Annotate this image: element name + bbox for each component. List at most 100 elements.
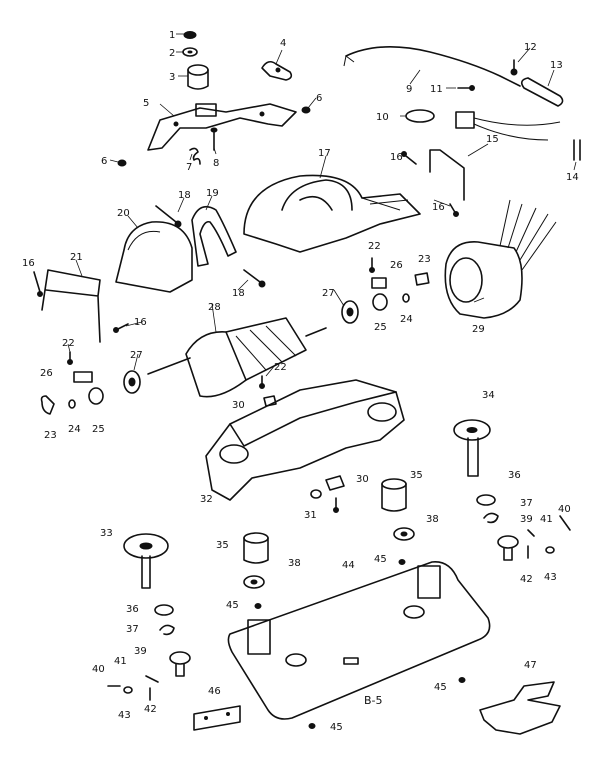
part-3-bushing [187, 64, 209, 90]
part-32-gear-housing [205, 379, 405, 501]
part-19-clip [191, 205, 237, 267]
callout-37-left: 37 [126, 624, 139, 635]
page-code: B-5 [364, 694, 383, 707]
callout-18-bottom: 18 [232, 288, 245, 299]
part-25-bushing-left [88, 387, 104, 405]
part-24-washer-left [68, 399, 76, 409]
part-13-sleeve [520, 77, 564, 107]
callout-45-d: 45 [330, 722, 343, 733]
part-17-housing [243, 174, 421, 253]
callout-23-right: 23 [418, 254, 431, 265]
part-37-clip-right [483, 512, 499, 524]
part-35-bushing-right [381, 478, 407, 512]
callout-42-left: 42 [144, 704, 157, 715]
part-34-gear [453, 419, 491, 477]
part-35-bushing-left [243, 532, 269, 564]
callout-10: 10 [376, 112, 389, 123]
part-22-screw-c [259, 375, 265, 389]
part-11-screw [457, 85, 475, 91]
callout-27-right: 27 [322, 288, 335, 299]
callout-20: 20 [117, 208, 130, 219]
part-45-screw-b [254, 603, 262, 609]
part-46-plate [193, 705, 241, 731]
callout-27-left: 27 [130, 350, 143, 361]
part-21-bracket [41, 269, 101, 343]
callout-22-c: 22 [274, 362, 287, 373]
callout-24-right: 24 [400, 314, 413, 325]
part-45-screw-d [308, 723, 316, 729]
part-26-brush-right [371, 277, 387, 289]
leader-lines [67, 33, 577, 377]
callout-38-left: 38 [288, 558, 301, 569]
callout-25-right: 25 [374, 322, 387, 333]
callout-32: 32 [200, 494, 213, 505]
callout-35-right: 35 [410, 470, 423, 481]
part-10-connector [405, 109, 561, 141]
part-27-bearing-left [123, 370, 141, 394]
callout-30-top: 30 [232, 400, 245, 411]
part-23-holder-left [40, 395, 55, 415]
part-39-crank-right [497, 535, 519, 561]
callout-36-left: 36 [126, 604, 139, 615]
callout-12: 12 [524, 42, 537, 53]
callout-1: 1 [169, 30, 175, 41]
part-1-screw [183, 31, 197, 39]
callout-31: 31 [304, 510, 317, 521]
part-31-screw [310, 489, 322, 499]
part-18-screw-bottom [243, 269, 266, 288]
part-16-screw-d [113, 323, 129, 333]
part-23-holder-right [414, 272, 430, 286]
callout-42-right: 42 [520, 574, 533, 585]
callout-46: 46 [208, 686, 221, 697]
part-29-field [444, 199, 557, 319]
part-36-washer-left [154, 604, 174, 616]
part-24-washer-right [402, 293, 410, 303]
part-30-nut-bottom [325, 475, 345, 491]
part-22-screw-a [369, 257, 375, 273]
part-9-cord [343, 46, 521, 87]
part-33-gear [123, 533, 169, 589]
callout-30-bottom: 30 [356, 474, 369, 485]
part-40-pin-right [559, 515, 571, 531]
callout-36-right: 36 [508, 470, 521, 481]
callout-17: 17 [318, 148, 331, 159]
part-12-screw [510, 59, 518, 76]
part-14-terminals [573, 139, 581, 161]
part-45-screw-a [398, 559, 406, 565]
part-22-screw-d [333, 497, 339, 513]
part-39-crank-left [169, 651, 191, 677]
part-15-bracket [429, 149, 465, 201]
callout-37-right: 37 [520, 498, 533, 509]
callout-6-right: 6 [316, 93, 322, 104]
callout-41-left: 41 [114, 656, 127, 667]
part-41-pin-right [527, 529, 535, 537]
callout-15: 15 [486, 134, 499, 145]
callout-22-a: 22 [368, 241, 381, 252]
callout-24-left: 24 [68, 424, 81, 435]
callout-43-left: 43 [118, 710, 131, 721]
callout-3: 3 [169, 72, 175, 83]
callout-7: 7 [186, 162, 192, 173]
part-36-washer-right [476, 494, 496, 506]
callout-39-right: 39 [520, 514, 533, 525]
part-16-screw-b [449, 203, 459, 217]
part-20-cover [115, 221, 193, 293]
part-16-screw-c [33, 271, 43, 297]
callout-9: 9 [406, 84, 412, 95]
part-8-screw [210, 127, 218, 151]
part-38-bearing-right [393, 527, 415, 541]
callout-34: 34 [482, 390, 495, 401]
callout-6-left: 6 [101, 156, 107, 167]
part-18-screw-top [155, 205, 182, 228]
callout-40-right: 40 [558, 504, 571, 515]
callout-45-c: 45 [434, 682, 447, 693]
callout-35-left: 35 [216, 540, 229, 551]
callout-8: 8 [213, 158, 219, 169]
callout-16-d: 16 [134, 317, 147, 328]
part-16-screw-a [401, 151, 417, 165]
callout-33: 33 [100, 528, 113, 539]
part-30-nut-top [263, 395, 277, 407]
callout-21: 21 [70, 252, 83, 263]
part-43-washer-right [545, 546, 555, 554]
part-47-guide [479, 681, 561, 735]
